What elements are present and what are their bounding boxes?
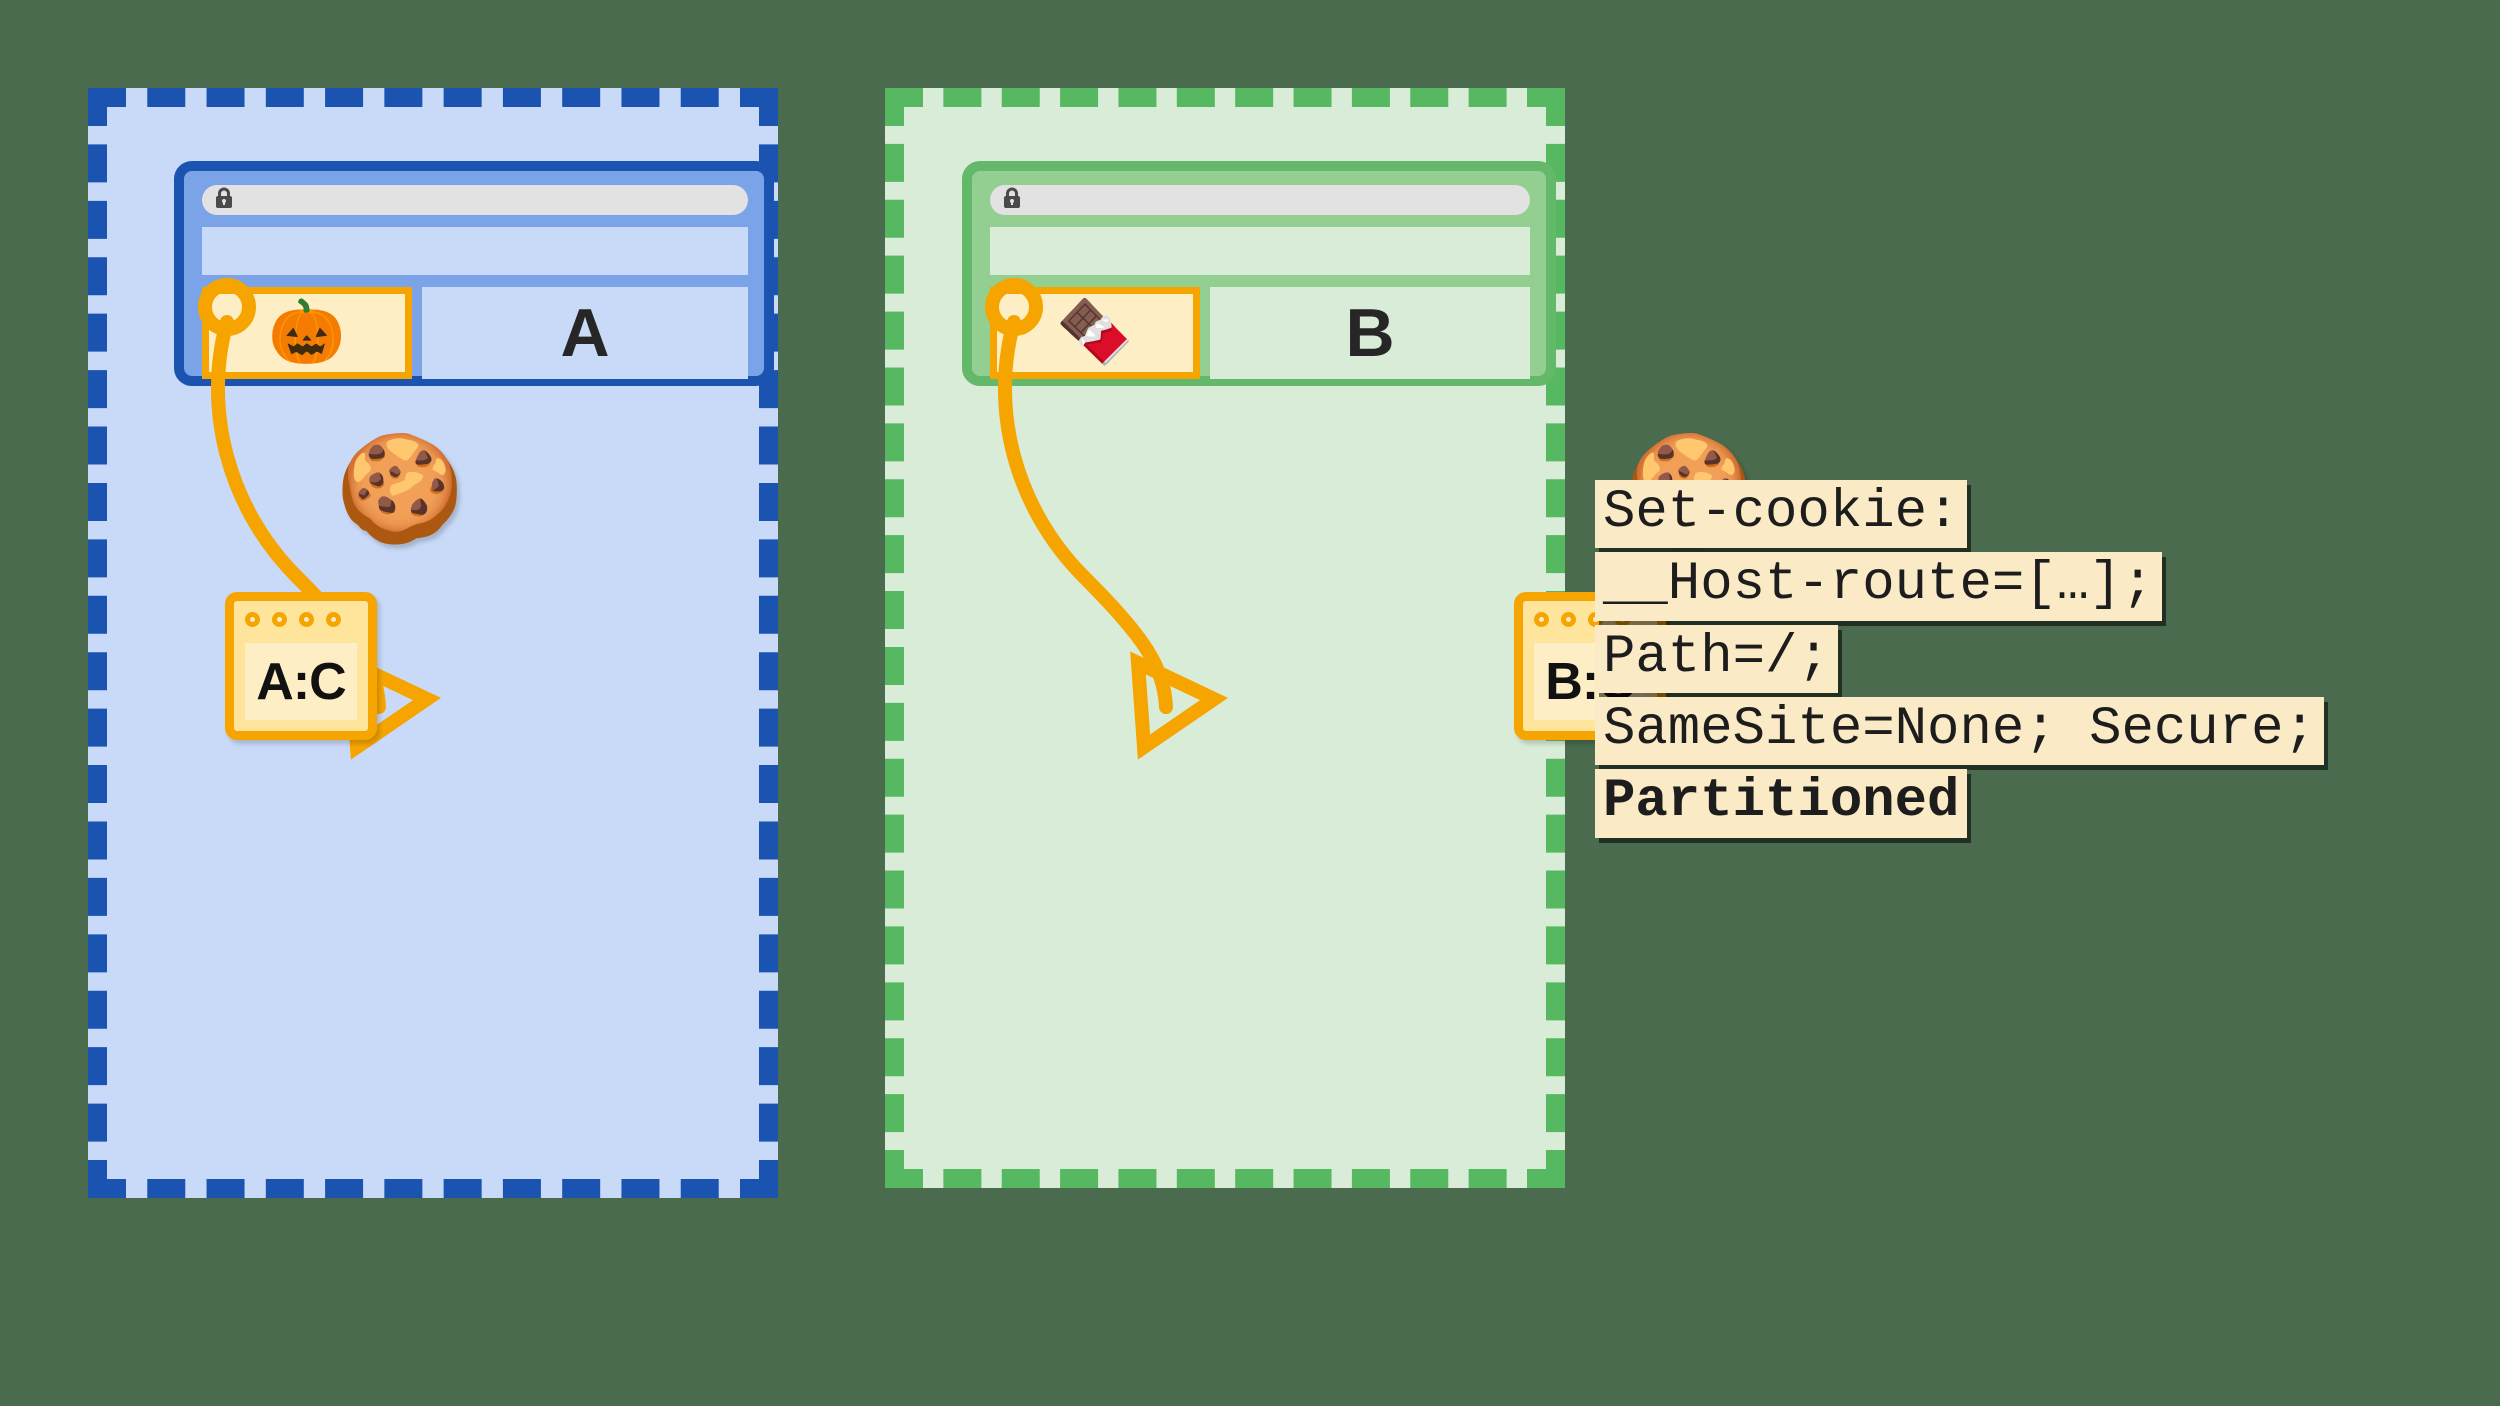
content-strip-b: [990, 227, 1530, 275]
chocolate-bar-emoji: 🍫: [1056, 298, 1134, 367]
browser-window-a: 🎃 A: [174, 161, 774, 386]
page-content-b: 🍫 B: [990, 287, 1530, 379]
cookie-emoji-a: 🍪: [335, 431, 465, 547]
storage-dot: [1534, 612, 1549, 627]
url-bar-b[interactable]: [990, 185, 1530, 215]
embedded-frame-b[interactable]: 🍫: [990, 287, 1200, 379]
code-line-partitioned: Partitioned: [1595, 769, 1968, 838]
cookie-storage-a: A:C: [225, 592, 377, 740]
page-content-a: 🎃 A: [202, 287, 748, 379]
code-line: Set-cookie:: [1595, 480, 1968, 549]
url-bar-a[interactable]: [202, 185, 748, 215]
content-strip-a: [202, 227, 748, 275]
lock-icon: [1002, 187, 1022, 214]
pumpkin-emoji: 🎃: [268, 298, 346, 367]
browser-window-b: 🍫 B: [962, 161, 1556, 386]
embedded-frame-a[interactable]: 🎃: [202, 287, 412, 379]
site-panel-a: 🎃 A 🍪 A:C: [88, 88, 778, 1198]
storage-dots-a: [245, 612, 341, 627]
code-line: Path=/;: [1595, 624, 1838, 693]
storage-dot: [245, 612, 260, 627]
site-letter-b: B: [1345, 295, 1395, 371]
storage-dot: [272, 612, 287, 627]
code-line: SameSite=None; Secure;: [1595, 696, 2324, 766]
site-letter-a: A: [560, 295, 610, 371]
site-panel-b: 🍫 B 🍪 B:C: [885, 88, 1754, 1188]
site-label-pane-a: A: [422, 287, 748, 379]
storage-body-a: A:C: [245, 643, 357, 720]
storage-dot: [326, 612, 341, 627]
code-line: __Host-route=[…];: [1595, 552, 2162, 621]
site-label-pane-b: B: [1210, 287, 1530, 379]
storage-dot: [299, 612, 314, 627]
lock-icon: [214, 187, 234, 214]
storage-dot: [1561, 612, 1576, 627]
storage-label-a: A:C: [256, 652, 346, 711]
set-cookie-code-block: Set-cookie: __Host-route=[…]; Path=/; Sa…: [1595, 480, 2324, 842]
